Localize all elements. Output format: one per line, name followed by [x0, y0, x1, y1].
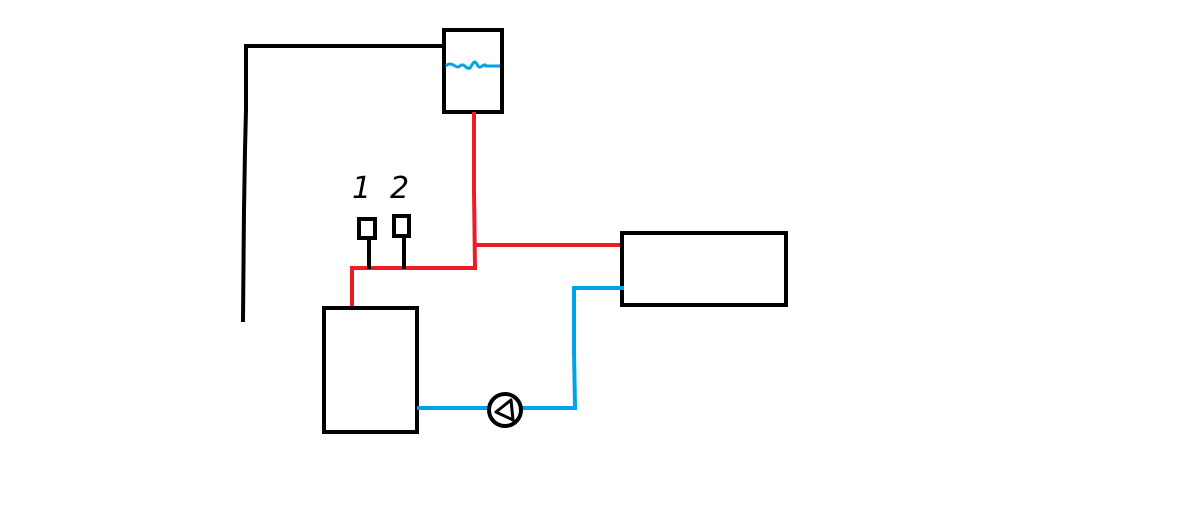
supply-pipe-main [350, 112, 478, 308]
sensor-2 [392, 214, 411, 238]
sensor-2-label: 2 [390, 171, 409, 206]
pump [487, 392, 523, 428]
sensor-1-label: 1 [352, 171, 371, 206]
sensor-1 [357, 217, 377, 240]
water-level-line [444, 60, 500, 70]
expansion-tank [442, 28, 504, 114]
pump-triangle-icon [494, 398, 515, 422]
return-pipe-radiator [520, 286, 624, 410]
pump-circle [487, 392, 523, 428]
radiator [620, 231, 788, 307]
boiler [322, 306, 419, 434]
vent-line [240, 44, 446, 323]
